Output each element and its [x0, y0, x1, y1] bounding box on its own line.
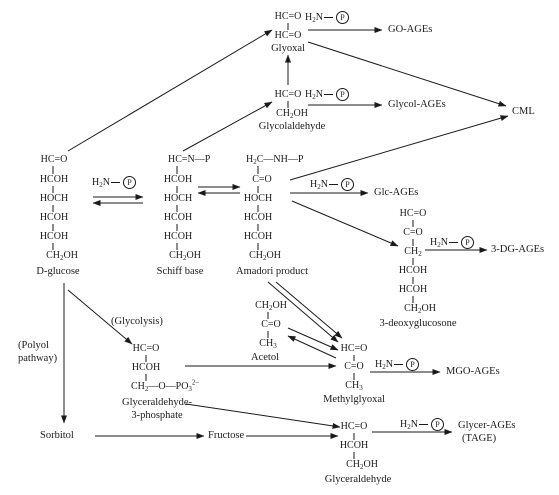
protein-icon: P — [122, 176, 136, 189]
3dg-atom: CH2 — [404, 246, 422, 258]
schiff-atom: HCOH — [163, 174, 193, 185]
protein-icon: P — [335, 88, 349, 101]
glycolaldehyde-atom: CH2OH — [276, 108, 308, 120]
amadori-atom: HCOH — [243, 212, 273, 223]
fructose-label: Fructose — [208, 430, 245, 441]
schiff-label: Schiff base — [156, 266, 204, 277]
glucose-atom: CH2OH — [46, 250, 78, 262]
glyceraldehyde-atom: HC=O — [340, 421, 368, 432]
amadori-atom: HCOH — [243, 231, 273, 242]
arrow-amadori-mgo — [267, 281, 339, 343]
protein-icon: P — [405, 358, 419, 371]
glycolaldehyde-atom: HC=O — [274, 89, 302, 100]
amadori-atom: C=O — [252, 174, 272, 185]
glyoxal-atom: HC=O — [274, 11, 302, 22]
product-cml: CML — [512, 106, 535, 117]
arrow-glucose-glyoxal — [67, 29, 273, 152]
mgo-label: Methylglyoxal — [323, 394, 385, 405]
g3p-atom: HCOH — [131, 362, 161, 373]
protein-icon: P — [430, 418, 444, 431]
glucose-atom: HCOH — [39, 212, 69, 223]
arrow-g3p-glyceraldehyde — [185, 403, 341, 429]
amadori-atom: HOCH — [243, 193, 273, 204]
acetol-atom: C=O — [261, 319, 281, 330]
product-tage: (TAGE) — [462, 433, 497, 444]
arrow-glyoxal-cml — [307, 41, 507, 107]
product-3dg-ages: 3-DG-AGEs — [491, 244, 545, 255]
sorbitol-label: Sorbitol — [40, 430, 74, 441]
arrow-amadori-3dg — [291, 200, 399, 247]
protein-icon: P — [335, 11, 349, 24]
glucose-atom: HC=O — [40, 154, 68, 165]
3dg-atom: HCOH — [398, 265, 428, 276]
product-go-ages: GO-AGEs — [388, 24, 433, 35]
schiff-atom: HOCH — [163, 193, 193, 204]
acetol-atom: CH2OH — [255, 300, 287, 312]
schiff-atom: HC=N—P — [168, 154, 211, 165]
glucose-atom: HCOH — [39, 231, 69, 242]
arrow-amadori-mgo-2 — [275, 281, 343, 339]
product-glycol-ages: Glycol-AGEs — [388, 99, 446, 110]
polyol-pathway-label: (Polyol — [18, 340, 49, 351]
g3p-label: 3-phosphate — [131, 410, 183, 421]
glyceraldehyde-atom: HCOH — [339, 440, 369, 451]
product-glycer-ages: Glycer-AGEs — [458, 420, 516, 431]
3dg-atom: C=O — [403, 227, 423, 238]
arrow-glucose-g3p — [67, 289, 133, 345]
glucose-atom: HCOH — [39, 174, 69, 185]
arrow-schiff-glycolaldehyde — [182, 101, 273, 152]
g3p-label: Glyceraldehyde- — [122, 397, 192, 408]
mgo-atom: CH3 — [345, 380, 363, 392]
3dg-label: 3-deoxyglucosone — [379, 318, 457, 329]
mgo-atom: C=O — [344, 361, 364, 372]
glyceraldehyde-label: Glyceraldehyde — [324, 474, 392, 485]
acetol-atom: CH3 — [259, 338, 277, 350]
arrow-mgo-acetol — [287, 335, 337, 359]
glyoxal-atom: HC=O — [274, 30, 302, 41]
arrow-amadori-cml — [289, 115, 509, 181]
product-glc-ages: Glc-AGEs — [374, 187, 419, 198]
3dg-atom: HC=O — [399, 208, 427, 219]
g3p-atom: CH2—O—PO32− — [131, 378, 200, 393]
glyceraldehyde-atom: CH2OH — [346, 459, 378, 471]
amadori-atom: H2C—NH—P — [246, 154, 304, 166]
glycolysis-label: (Glycolysis) — [111, 316, 163, 327]
schiff-atom: CH2OH — [169, 250, 201, 262]
polyol-pathway-label: pathway) — [18, 353, 58, 364]
schiff-atom: HCOH — [163, 212, 193, 223]
glucose-label: D-glucose — [36, 266, 80, 277]
3dg-atom: CH2OH — [404, 303, 436, 315]
arrow-acetol-mgo — [287, 327, 339, 351]
amadori-label: Amadori product — [235, 266, 309, 277]
amadori-atom: CH2OH — [249, 250, 281, 262]
schiff-atom: HCOH — [163, 231, 193, 242]
g3p-atom: HC=O — [132, 343, 160, 354]
3dg-atom: HCOH — [398, 284, 428, 295]
mgo-atom: HC=O — [340, 343, 368, 354]
acetol-label: Acetol — [251, 352, 279, 363]
protein-icon: P — [460, 236, 474, 249]
glyoxal-label: Glyoxal — [271, 43, 305, 54]
glycolaldehyde-label: Glycolaldehyde — [258, 121, 326, 132]
glucose-atom: HOCH — [39, 193, 69, 204]
protein-icon: P — [340, 178, 354, 191]
product-mgo-ages: MGO-AGEs — [446, 366, 500, 377]
